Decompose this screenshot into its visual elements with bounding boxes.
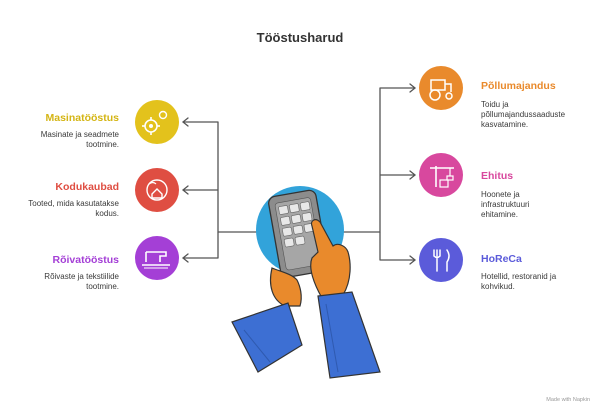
item-desc-pollumajandus: Toidu ja põllumajandussaaduste kasvatami…	[481, 100, 566, 129]
central-illustration	[231, 186, 381, 379]
item-desc-roivatoostus: Rõivaste ja tekstiilide tootmine.	[44, 272, 119, 291]
item-desc-horeca: Hotellid, restoranid ja kohvikud.	[481, 272, 557, 291]
item-title-masinatoostus: Masinatööstus	[45, 112, 119, 124]
item-title-ehitus: Ehitus	[481, 170, 514, 182]
connector-horeca	[379, 232, 415, 261]
item-title-pollumajandus: Põllumajandus	[481, 80, 556, 92]
left-sleeve	[231, 302, 303, 373]
item-title-kodukaubad: Kodukaubad	[55, 181, 119, 193]
item-title-horeca: HoReCa	[481, 253, 522, 265]
item-desc-kodukaubad: Tooted, mida kasutatakse kodus.	[28, 199, 119, 218]
house-globe-icon	[135, 168, 179, 212]
crane-icon	[419, 153, 463, 197]
pointing-hand	[310, 219, 351, 299]
connector-pollu	[338, 87, 415, 233]
cutlery-icon	[419, 238, 463, 282]
arrowheads	[181, 83, 417, 265]
tractor-icon	[419, 66, 463, 110]
gears-icon	[135, 100, 179, 144]
item-desc-ehitus: Hoonete ja infrastruktuuri ehitamine.	[481, 190, 530, 219]
connector-lines	[183, 87, 415, 261]
page-title: Tööstusharud	[256, 30, 344, 45]
right-sleeve	[317, 291, 381, 379]
sewing-machine-icon	[135, 236, 179, 280]
watermark: Made with Napkin	[546, 397, 590, 403]
calculator-device	[268, 189, 329, 278]
connector-masin	[183, 121, 262, 233]
item-desc-masinatoostus: Masinate ja seadmete tootmine.	[40, 130, 119, 149]
item-title-roivatoostus: Rõivatööstus	[52, 254, 119, 266]
left-hand	[269, 267, 302, 307]
connector-roiva	[183, 232, 219, 259]
